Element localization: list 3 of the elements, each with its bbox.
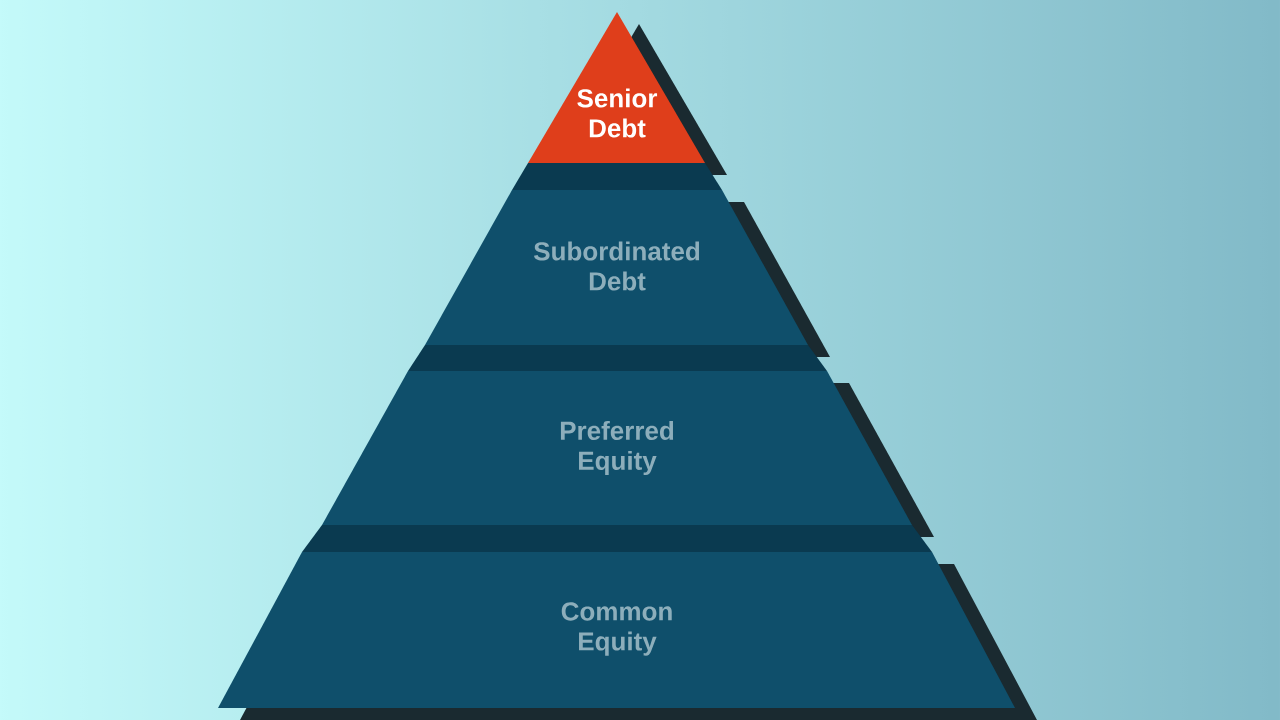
pyramid-layer: Subordinated Debt: [425, 163, 808, 345]
pyramid-top: Senior Debt: [528, 12, 705, 163]
pyramid-layer: Preferred Equity: [322, 345, 912, 525]
